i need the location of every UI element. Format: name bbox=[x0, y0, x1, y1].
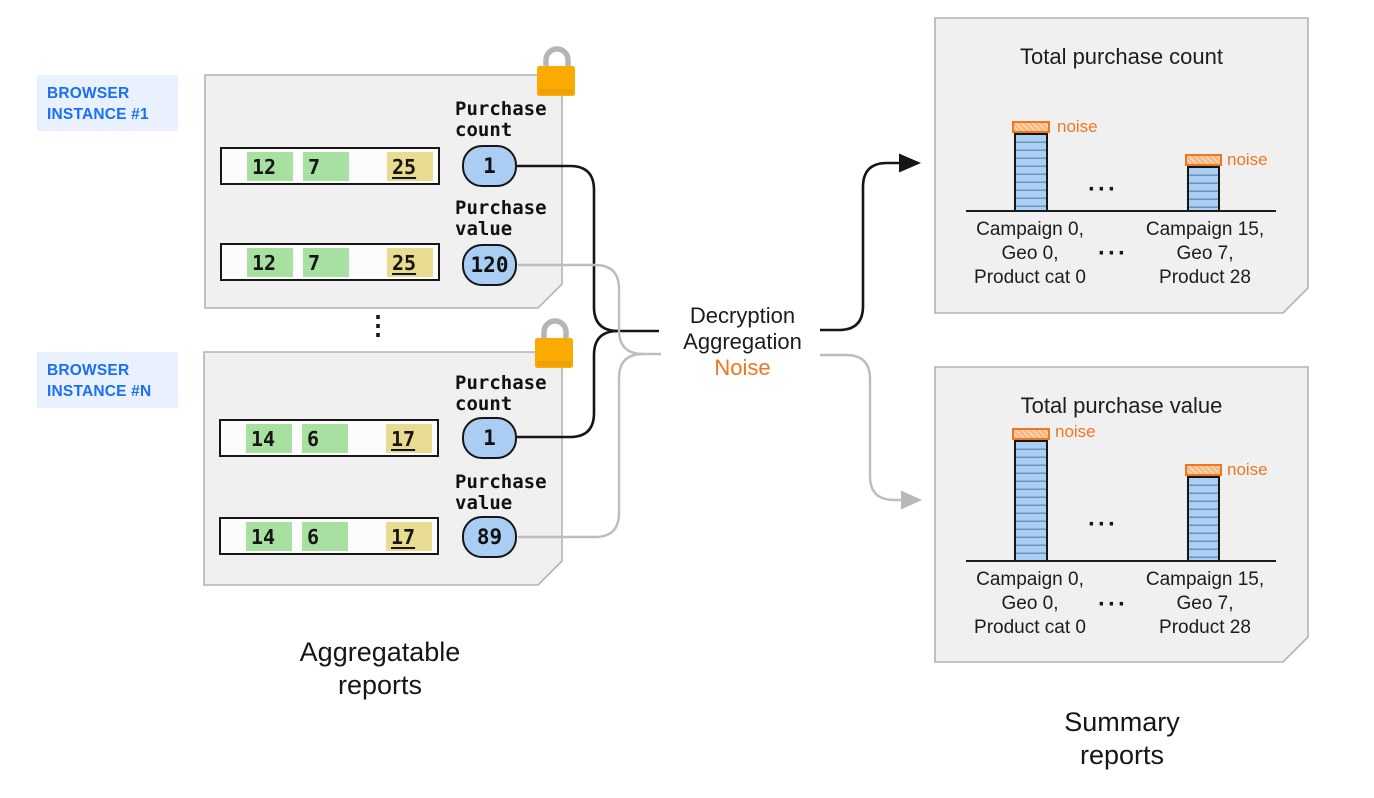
value-chip: 17 bbox=[386, 424, 432, 453]
chart-plot-area: noise noise bbox=[966, 18, 1276, 212]
value-chip: 25 bbox=[387, 152, 433, 181]
purchase-count-pill: 1 bbox=[462, 145, 517, 187]
x-labels-ellipsis: ··· bbox=[1098, 591, 1128, 618]
bucket-chip: 6 bbox=[302, 424, 348, 453]
purchase-value-label: Purchase value bbox=[455, 471, 547, 514]
browser-instance-n-badge: BROWSER INSTANCE #N bbox=[37, 352, 178, 408]
purchase-count-pill: 1 bbox=[462, 417, 517, 459]
summary-chart-value: Total purchase value noise noise ··· Cam… bbox=[935, 367, 1308, 662]
bucket-chip: 14 bbox=[246, 424, 292, 453]
lock-icon bbox=[535, 318, 573, 368]
bucket-chip: 7 bbox=[303, 152, 349, 181]
x-labels-ellipsis: ··· bbox=[1098, 240, 1128, 267]
browser-instance-1-badge: BROWSER INSTANCE #1 bbox=[37, 75, 178, 131]
chart-title: Total purchase count bbox=[1019, 44, 1224, 69]
between-cards-ellipsis: ⋮ bbox=[365, 310, 391, 340]
bucket-chip: 12 bbox=[247, 152, 293, 181]
x-axis-label: Campaign 15, Geo 7, Product 28 bbox=[1145, 569, 1265, 638]
histogram-contribution-row: 14 6 17 bbox=[219, 517, 439, 555]
bar-fill bbox=[1014, 133, 1048, 210]
process-aggregation: Aggregation bbox=[683, 329, 802, 354]
connector-count-to-summary bbox=[820, 161, 899, 332]
chart-title: Total purchase value bbox=[1020, 393, 1223, 418]
bar-fill bbox=[1187, 166, 1220, 210]
noise-label: noise bbox=[1055, 422, 1096, 441]
browser-instance-n-label: BROWSER INSTANCE #N bbox=[47, 362, 152, 400]
connector-value-from-card2 bbox=[518, 352, 644, 539]
chart-plot-area: noise noise bbox=[966, 367, 1276, 562]
bar-fill bbox=[1187, 476, 1220, 560]
bar-campaign-0 bbox=[1012, 121, 1050, 210]
aggregatable-reports-caption: Aggregatable reports bbox=[299, 637, 461, 700]
connector-count-from-card2 bbox=[516, 329, 619, 439]
aggregatable-card-2: 14 6 17 14 6 17 Purchase count 1 Purchas… bbox=[204, 352, 562, 585]
process-decryption: Decryption bbox=[689, 303, 796, 328]
noise-cap bbox=[1185, 464, 1222, 476]
browser-instance-1-label: BROWSER INSTANCE #1 bbox=[47, 85, 149, 123]
bucket-chip: 7 bbox=[303, 248, 349, 277]
value-chip: 17 bbox=[386, 522, 432, 551]
bucket-chip: 14 bbox=[246, 522, 292, 551]
bucket-chip: 12 bbox=[247, 248, 293, 277]
noise-label: noise bbox=[1227, 150, 1268, 169]
value-chip: 25 bbox=[387, 248, 433, 277]
purchase-count-label: Purchase count bbox=[455, 98, 547, 141]
x-axis-label: Campaign 15, Geo 7, Product 28 bbox=[1145, 219, 1265, 288]
connector-value-from-card1 bbox=[518, 263, 661, 356]
purchase-value-pill: 120 bbox=[462, 244, 517, 286]
bar-campaign-15 bbox=[1185, 464, 1222, 560]
bar-fill bbox=[1014, 440, 1048, 560]
bar-campaign-15 bbox=[1185, 154, 1222, 210]
bucket-chip: 6 bbox=[302, 522, 348, 551]
bars-ellipsis: ··· bbox=[1088, 511, 1118, 538]
process-noise: Noise bbox=[714, 355, 771, 380]
x-axis-label: Campaign 0, Geo 0, Product cat 0 bbox=[974, 569, 1086, 638]
lock-icon bbox=[537, 46, 575, 96]
connector-value-to-summary bbox=[820, 353, 901, 502]
purchase-value-label: Purchase value bbox=[455, 197, 547, 240]
summary-reports-caption: Summary reports bbox=[1064, 707, 1180, 770]
histogram-contribution-row: 12 7 25 bbox=[220, 243, 440, 281]
summary-chart-count: Total purchase count noise noise ··· Cam… bbox=[935, 18, 1308, 315]
histogram-contribution-row: 14 6 17 bbox=[219, 419, 439, 457]
purchase-value-pill: 89 bbox=[462, 516, 517, 558]
gray-arrowhead-icon bbox=[901, 490, 922, 510]
bars-ellipsis: ··· bbox=[1088, 176, 1118, 203]
process-step-text: Decryption Aggregation Noise bbox=[650, 303, 835, 381]
summary-card-count-shape bbox=[934, 17, 1309, 314]
x-axis-label: Campaign 0, Geo 0, Product cat 0 bbox=[974, 219, 1086, 288]
noise-cap bbox=[1012, 428, 1050, 440]
noise-label: noise bbox=[1057, 117, 1098, 136]
noise-cap bbox=[1185, 154, 1222, 166]
noise-cap bbox=[1012, 121, 1050, 133]
noise-label: noise bbox=[1227, 460, 1268, 479]
bar-campaign-0 bbox=[1012, 428, 1050, 560]
histogram-contribution-row: 12 7 25 bbox=[220, 147, 440, 185]
purchase-count-label: Purchase count bbox=[455, 372, 547, 415]
connector-count-from-card1 bbox=[516, 164, 659, 333]
aggregatable-card-1: 12 7 25 12 7 25 Purchase count 1 Purchas… bbox=[205, 75, 562, 308]
black-arrowhead-icon bbox=[899, 153, 921, 173]
